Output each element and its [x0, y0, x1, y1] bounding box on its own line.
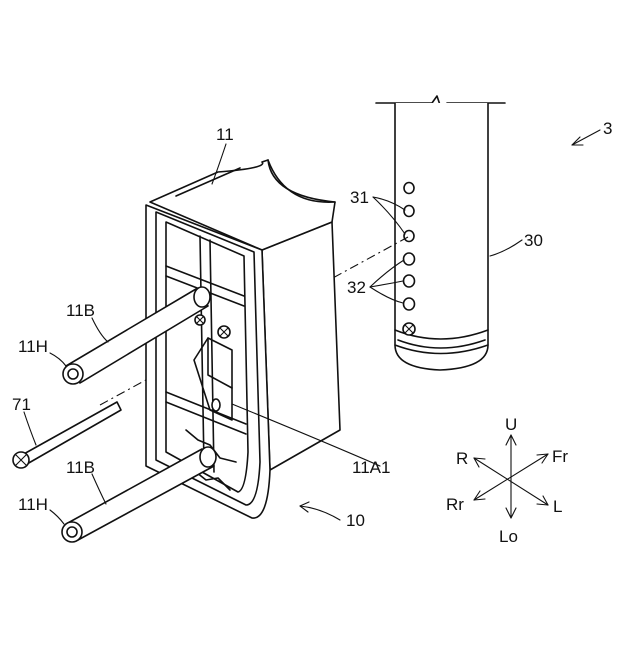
label-holes-lower: 32: [347, 278, 366, 297]
dir-right: R: [456, 449, 468, 468]
frame-screw-upper: [218, 326, 230, 338]
pipe-30: [376, 96, 505, 370]
label-screw: 71: [12, 395, 31, 414]
label-inner-part: 11A1: [352, 458, 390, 477]
dir-up: U: [505, 415, 517, 434]
direction-compass: [474, 435, 548, 518]
label-rod-upper: 11B: [66, 301, 95, 320]
label-rod-upper-end: 11H: [18, 337, 48, 356]
frame-screw-left: [195, 315, 205, 325]
label-unit: 10: [346, 511, 365, 530]
pipe-screw-head: [403, 323, 415, 335]
label-mount-box: 11: [216, 125, 234, 144]
dir-front: Fr: [552, 447, 568, 466]
dir-down: Lo: [499, 527, 518, 546]
label-pipe: 30: [524, 231, 543, 250]
holes-32: [404, 253, 415, 310]
label-rod-lower-end: 11H: [18, 495, 48, 514]
label-assembly: 3: [603, 119, 612, 138]
label-rod-lower: 11B: [66, 458, 95, 477]
dir-left: L: [553, 497, 562, 516]
holes-31: [404, 183, 414, 242]
dir-rear: Rr: [446, 495, 464, 514]
label-holes-upper: 31: [350, 188, 369, 207]
